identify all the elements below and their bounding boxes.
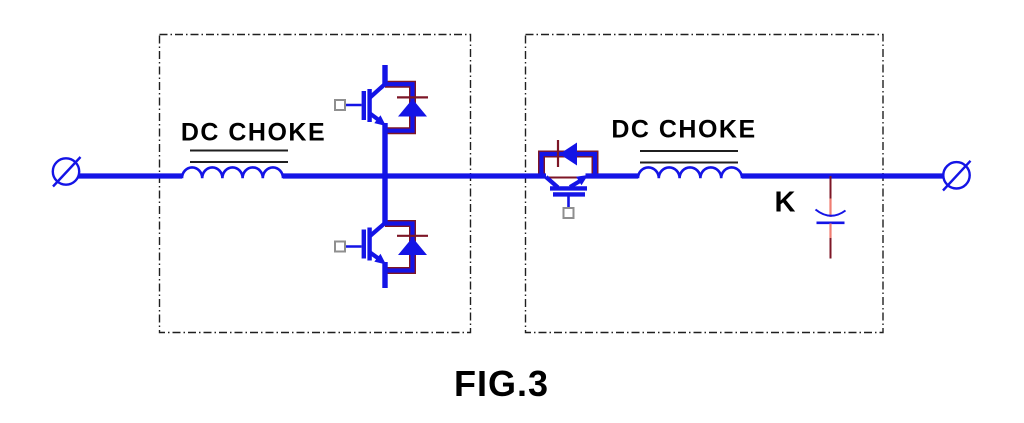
figure-caption: FIG.3 xyxy=(454,363,549,404)
diode-triangle xyxy=(398,99,427,117)
emitter-arrow-icon xyxy=(374,115,386,126)
igbt-series-icon xyxy=(544,140,588,219)
right-terminal-icon xyxy=(942,159,972,192)
capacitor-curved-plate xyxy=(814,208,847,217)
left-choke-core-icon xyxy=(190,149,288,163)
right-choke-inductor-icon xyxy=(636,166,744,179)
collector-lead xyxy=(368,82,386,100)
gate-terminal-pad xyxy=(334,240,346,253)
diode-triangle xyxy=(398,237,427,255)
emitter-lead xyxy=(368,250,380,261)
contactor-k-label: K xyxy=(775,187,796,219)
right-choke-label: DC CHOKE xyxy=(611,116,756,144)
emitter-arrow-icon xyxy=(576,175,588,186)
emitter-arrow-icon xyxy=(374,253,386,265)
capacitor-branch xyxy=(814,176,847,259)
gate-terminal-pad xyxy=(562,207,575,219)
left-choke-label: DC CHOKE xyxy=(181,119,326,147)
igbt-top-icon xyxy=(334,82,428,126)
left-choke-inductor-icon xyxy=(180,166,285,179)
emitter-lead xyxy=(568,179,582,189)
gate-terminal-pad xyxy=(334,99,346,111)
collector-lead xyxy=(544,175,560,190)
diode-triangle xyxy=(559,142,577,166)
igbt-bottom-icon xyxy=(334,221,428,265)
left-terminal-icon xyxy=(51,156,82,188)
left-converter-box xyxy=(158,33,472,334)
right-choke-core-icon xyxy=(640,150,738,164)
emitter-lead xyxy=(368,111,380,122)
collector-lead xyxy=(368,221,386,238)
